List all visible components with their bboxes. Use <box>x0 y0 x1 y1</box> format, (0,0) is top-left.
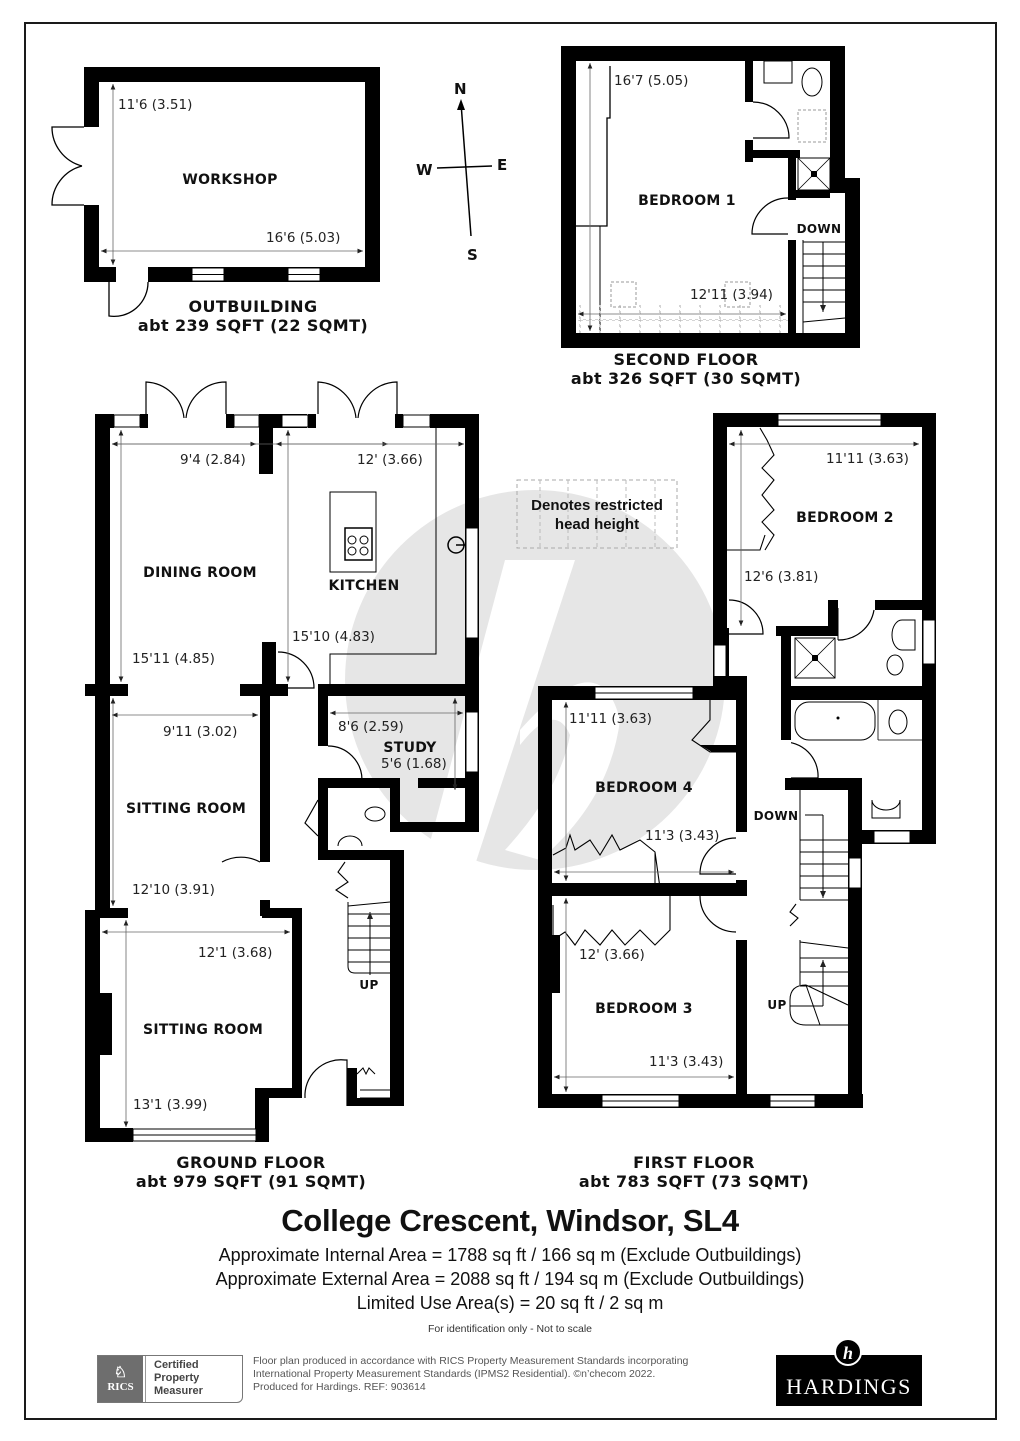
second-floor-plan <box>561 46 860 348</box>
compass-west-label: W <box>416 161 433 179</box>
compass-north-label: N <box>454 80 467 98</box>
compass-rose <box>436 99 493 237</box>
stairs-up-label-ground: UP <box>359 978 379 992</box>
outbuilding-caption-area: abt 239 SQFT (22 SQMT) <box>137 316 369 335</box>
first-floor-plan <box>538 413 936 1108</box>
external-area: Approximate External Area = 2088 sq ft /… <box>215 1269 805 1289</box>
room-label-sitting-room-2: SITTING ROOM <box>142 1022 264 1038</box>
watermark-logo <box>345 490 725 880</box>
footer-disclaimer: Floor plan produced in accordance with R… <box>253 1355 688 1394</box>
dim-bedroom-4-length: 11'11 (3.63) <box>569 711 652 727</box>
dim-sitting-room-2-width: 12'1 (3.68) <box>198 945 273 961</box>
dim-bedroom-3-length: 12' (3.66) <box>579 947 645 963</box>
room-label-bedroom-2: BEDROOM 2 <box>796 510 894 526</box>
dim-bedroom-4-width: 11'3 (3.43) <box>645 828 720 844</box>
rics-lion-icon: ♘ <box>113 1365 128 1381</box>
dim-study-length: 5'6 (1.68) <box>381 756 447 772</box>
first-floor-caption: FIRST FLOOR abt 783 SQFT (73 SQMT) <box>579 1153 809 1191</box>
restricted-height-legend-box <box>516 479 678 549</box>
second-floor-caption-area: abt 326 SQFT (30 SQMT) <box>570 369 802 388</box>
dim-bedroom-2-length: 12'6 (3.81) <box>744 569 819 585</box>
compass-east-label: E <box>497 156 508 174</box>
first-floor-caption-area: abt 783 SQFT (73 SQMT) <box>578 1172 810 1191</box>
restricted-head-height-legend: Denotes restricted head height <box>531 497 663 533</box>
compass-south-label: S <box>467 246 478 264</box>
room-label-bedroom-4: BEDROOM 4 <box>595 780 693 796</box>
limited-use-area: Limited Use Area(s) = 20 sq ft / 2 sq m <box>356 1293 664 1313</box>
room-label-study: STUDY <box>383 740 437 756</box>
second-floor-caption: SECOND FLOOR abt 326 SQFT (30 SQMT) <box>571 350 801 388</box>
first-floor-caption-title: FIRST FLOOR <box>633 1153 755 1172</box>
footer-line1: Floor plan produced in accordance with R… <box>253 1355 689 1367</box>
dim-dining-room-length: 15'11 (4.85) <box>132 651 215 667</box>
dim-bedroom-2-width: 11'11 (3.63) <box>826 451 909 467</box>
dim-study-width: 8'6 (2.59) <box>338 719 404 735</box>
dim-kitchen-length: 15'10 (4.83) <box>292 629 375 645</box>
stairs-down-label-second: DOWN <box>796 222 842 236</box>
internal-area: Approximate Internal Area = 1788 sq ft /… <box>218 1245 802 1265</box>
dim-kitchen-width: 12' (3.66) <box>357 452 423 468</box>
dim-sitting-room-2-length: 13'1 (3.99) <box>133 1097 208 1113</box>
rics-cert-line3: Measurer <box>154 1385 203 1397</box>
hardings-monogram-icon: h <box>834 1338 862 1366</box>
scale-note: For identification only - Not to scale <box>428 1323 592 1335</box>
outbuilding-caption: OUTBUILDING abt 239 SQFT (22 SQMT) <box>138 297 368 335</box>
ground-floor-plan <box>85 381 479 1142</box>
room-label-sitting-room-1: SITTING ROOM <box>125 801 247 817</box>
dim-bedroom-3-width: 11'3 (3.43) <box>649 1054 724 1070</box>
stairs-down-label-first: DOWN <box>753 809 799 823</box>
property-title: College Crescent, Windsor, SL4 <box>281 1203 739 1238</box>
room-label-bedroom-3: BEDROOM 3 <box>595 1001 693 1017</box>
rics-logo-text: RICS <box>107 1381 134 1393</box>
rics-cert-text: Certified Property Measurer <box>145 1356 203 1402</box>
second-floor-caption-title: SECOND FLOOR <box>613 350 759 369</box>
room-label-kitchen: KITCHEN <box>328 578 400 594</box>
page-frame <box>24 22 997 1420</box>
ground-floor-caption-title: GROUND FLOOR <box>176 1153 326 1172</box>
footer-line2: International Property Measurement Stand… <box>253 1368 656 1380</box>
ground-floor-caption: GROUND FLOOR abt 979 SQFT (91 SQMT) <box>136 1153 366 1191</box>
dim-bedroom-1-length: 16'7 (5.05) <box>614 73 689 89</box>
hardings-brand-text: HARDINGS <box>786 1374 912 1399</box>
dim-workshop-length: 11'6 (3.51) <box>118 97 193 113</box>
ground-floor-caption-area: abt 979 SQFT (91 SQMT) <box>135 1172 367 1191</box>
outbuilding-caption-title: OUTBUILDING <box>188 297 318 316</box>
stairs-up-label-first: UP <box>767 998 787 1012</box>
outbuilding-plan <box>51 67 380 318</box>
rics-logo: ♘ RICS <box>98 1356 143 1402</box>
room-label-workshop: WORKSHOP <box>182 172 278 188</box>
rics-certified-badge: ♘ RICS Certified Property Measurer <box>97 1355 243 1403</box>
dim-dining-room-width: 9'4 (2.84) <box>180 452 246 468</box>
footer-line3: Produced for Hardings. REF: 903614 <box>253 1381 426 1393</box>
dim-bedroom-1-width: 12'11 (3.94) <box>690 287 773 303</box>
rics-cert-line2: Property <box>154 1372 200 1384</box>
room-label-dining-room: DINING ROOM <box>143 565 257 581</box>
dim-sitting-room-1-length: 12'10 (3.91) <box>132 882 215 898</box>
dim-sitting-room-1-width: 9'11 (3.02) <box>163 724 238 740</box>
room-label-bedroom-1: BEDROOM 1 <box>638 193 736 209</box>
dim-workshop-width: 16'6 (5.03) <box>266 230 341 246</box>
rics-cert-line1: Certified <box>154 1359 199 1371</box>
